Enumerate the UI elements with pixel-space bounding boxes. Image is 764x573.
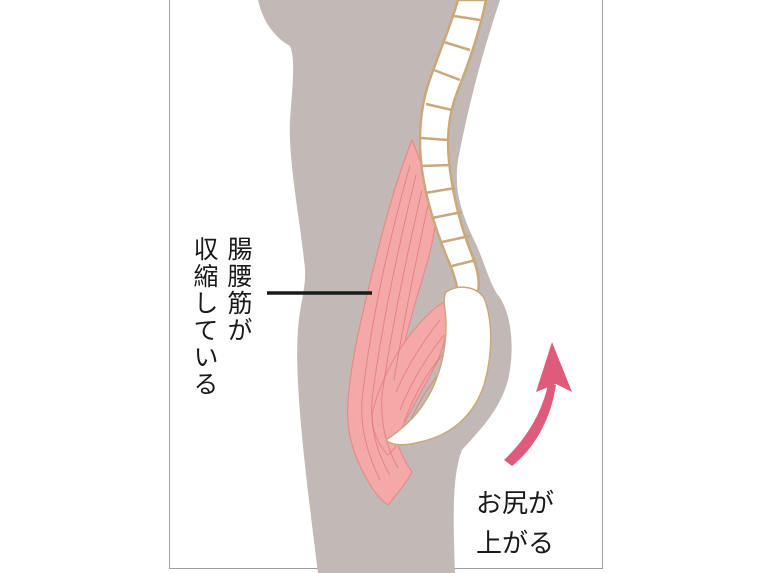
pelvis-bone bbox=[384, 286, 492, 446]
vertebra-dividers bbox=[420, 14, 481, 268]
muscle-label-column-1: 腸腰筋が bbox=[224, 236, 253, 344]
muscle-contraction-label: 腸腰筋が 収縮している bbox=[190, 236, 253, 398]
muscle-label-column-2: 収縮している bbox=[190, 236, 219, 398]
buttocks-label-line-1: お尻が bbox=[476, 489, 555, 519]
buttocks-label-line-2: 上がる bbox=[476, 529, 555, 559]
curved-up-arrow-icon bbox=[504, 342, 572, 466]
buttocks-rise-label: お尻が 上がる bbox=[476, 484, 554, 564]
